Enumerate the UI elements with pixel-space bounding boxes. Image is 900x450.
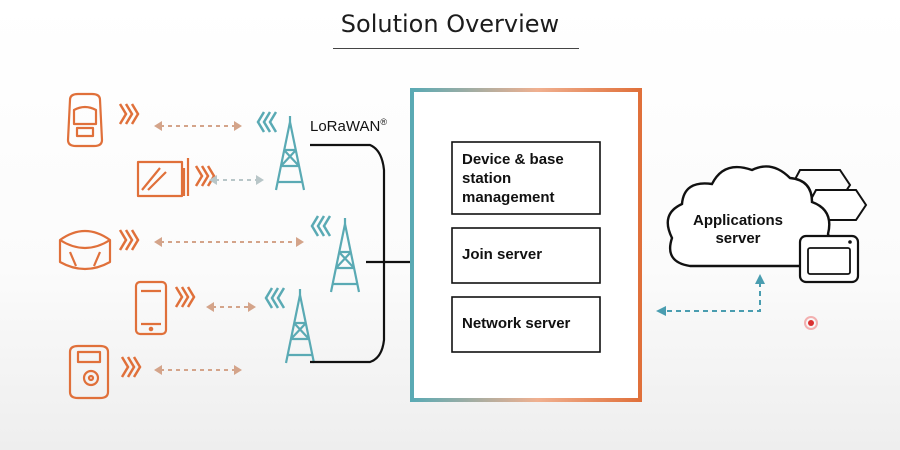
- device-management-box: [451, 141, 601, 215]
- gateway-tower-icon: [329, 218, 361, 293]
- gateway-bracket: [310, 143, 386, 364]
- lorawan-label-text: LoRaWAN: [310, 118, 381, 135]
- signal-icon: [194, 165, 216, 187]
- title-underline: [333, 48, 579, 49]
- registered-mark: ®: [380, 117, 387, 127]
- smartphone-icon: [134, 280, 168, 336]
- signal-icon: [310, 215, 332, 237]
- device-management-label: Device & base station management: [462, 151, 564, 206]
- signal-icon: [118, 229, 140, 251]
- signal-icon: [256, 111, 278, 133]
- tracker-icon: [58, 229, 112, 271]
- device-links: [160, 125, 298, 371]
- sensor-with-antenna-icon: [136, 158, 190, 198]
- smart-meter-icon: [66, 92, 104, 148]
- cloud-link-arrowhead-up: [755, 274, 765, 284]
- terminal-icon: [798, 234, 860, 284]
- page-title: Solution Overview: [340, 10, 560, 38]
- join-server-box: [451, 227, 601, 284]
- cloud-link-arrowhead-left: [656, 306, 666, 316]
- camera-icon: [68, 344, 110, 400]
- signal-icon: [118, 103, 140, 125]
- pointer-halo: [804, 316, 818, 330]
- signal-icon: [174, 286, 196, 308]
- device-signal-icons: [118, 103, 216, 378]
- network-server-label: Network server: [462, 315, 571, 332]
- signal-icon: [120, 356, 142, 378]
- link-arrowheads: [154, 121, 304, 375]
- gateway-tower-icon: [274, 116, 306, 191]
- network-server-box: [451, 296, 601, 353]
- pointer-dot: [808, 320, 814, 326]
- signal-icon: [264, 287, 286, 309]
- gateway-tower-icon: [284, 289, 316, 364]
- join-server-label: Join server: [462, 246, 543, 263]
- tower-signal-icons: [256, 111, 332, 309]
- lorawan-label: LoRaWAN®: [310, 117, 387, 135]
- cloud-link: [664, 282, 761, 312]
- applications-server-label: Applications server: [692, 212, 783, 247]
